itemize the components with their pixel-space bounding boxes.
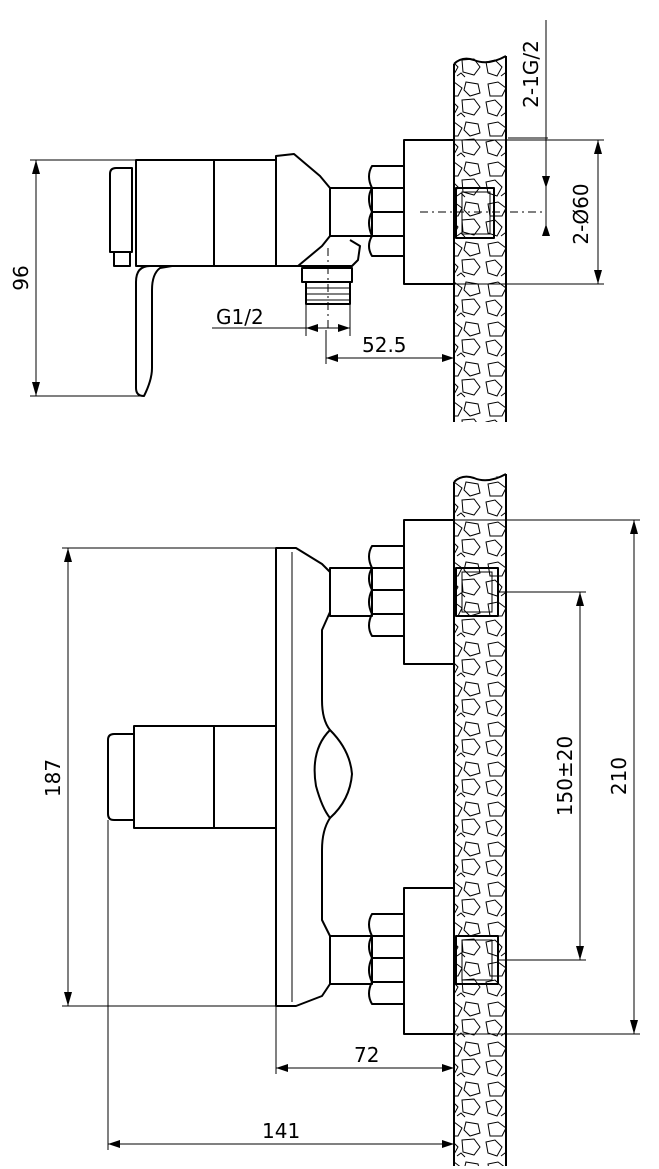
- dim-pipe-thread: 2-1G/2: [508, 20, 550, 236]
- mixer-body-side: [109, 153, 361, 397]
- dim-label-pipe-diameter: 2-Ø60: [569, 183, 593, 244]
- dim-label-210: 210: [607, 757, 631, 795]
- dim-pipe-diameter: 2-Ø60: [454, 139, 604, 285]
- flange-top: [403, 139, 455, 285]
- dim-height-side: 96: [9, 159, 140, 397]
- dim-flange-span: 210: [454, 519, 640, 1035]
- dim-total-depth: 141: [107, 820, 454, 1150]
- front-view: 187 150±20 210 72: [41, 473, 640, 1166]
- dim-spacing: 150±20: [498, 591, 586, 961]
- upper-connection: [329, 519, 499, 665]
- dim-label-141: 141: [262, 1119, 300, 1143]
- connector-pipe-top: [329, 187, 373, 237]
- dim-outlet-thread: G1/2: [212, 304, 351, 336]
- hex-nut-top: [368, 165, 405, 257]
- dim-outlet-offset: 52.5: [325, 330, 454, 364]
- dim-label-72: 72: [354, 1043, 379, 1067]
- wall-top: [453, 55, 507, 422]
- dim-body-height: 187: [41, 547, 280, 1007]
- dim-label-pipe-thread: 2-1G/2: [519, 40, 543, 108]
- dim-label-outlet-offset: 52.5: [362, 333, 407, 357]
- dim-label-96: 96: [9, 265, 33, 290]
- side-view: 96 2-1G/2 2-Ø60 G1/2: [9, 20, 604, 422]
- dim-body-depth: 72: [275, 1006, 454, 1074]
- dim-label-spacing: 150±20: [553, 736, 577, 816]
- mixer-body-front: [107, 547, 353, 1007]
- thread-stub-top: [455, 187, 495, 239]
- dim-label-outlet-thread: G1/2: [216, 305, 264, 329]
- dim-label-187: 187: [41, 759, 65, 797]
